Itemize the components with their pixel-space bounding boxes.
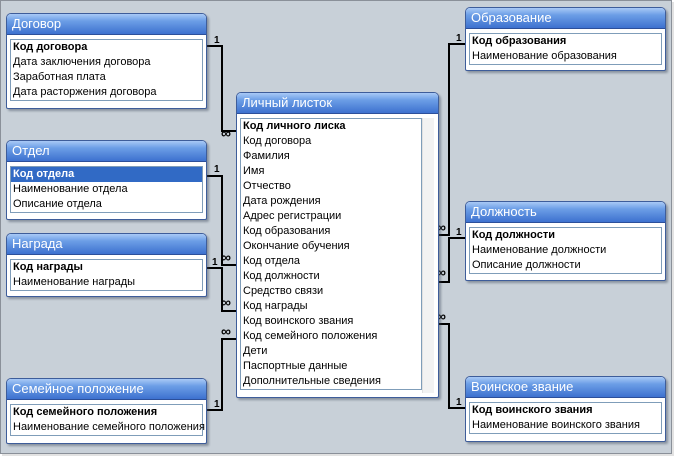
field-item[interactable]: Дата рождения xyxy=(243,195,321,207)
field-list: Код награды Наименование награды xyxy=(10,259,203,291)
field-list: Код семейного положения Наименование сем… xyxy=(10,404,205,436)
field-item[interactable]: Заработная плата xyxy=(13,71,106,83)
field-item[interactable]: Фамилия xyxy=(243,150,290,162)
field-primary-key[interactable]: Код воинского звания xyxy=(472,404,593,416)
field-list: Код должности Наименование должности Опи… xyxy=(469,227,662,274)
table-title[interactable]: Отдел xyxy=(7,141,206,162)
field-item[interactable]: Дополнительные сведения xyxy=(243,375,381,387)
field-item[interactable]: Наименование отдела xyxy=(13,183,128,195)
field-item[interactable]: Наименование образования xyxy=(472,50,617,62)
field-list: Код договора Дата заключения договора За… xyxy=(10,39,203,101)
field-item[interactable]: Описание должности xyxy=(472,259,581,271)
field-item[interactable]: Код награды xyxy=(243,300,308,312)
field-item[interactable]: Наименование должности xyxy=(472,244,607,256)
field-item[interactable]: Код отдела xyxy=(243,255,301,267)
field-list: Код отдела Наименование отдела Описание … xyxy=(10,166,203,213)
table-title[interactable]: Награда xyxy=(7,234,206,255)
field-item[interactable]: Адрес регистрации xyxy=(243,210,342,222)
field-item[interactable]: Окончание обучения xyxy=(243,240,350,252)
field-item[interactable]: Дата расторжения договора xyxy=(13,86,157,98)
field-item[interactable]: Имя xyxy=(243,165,265,177)
field-list: Код личного лиска Код договора Фамилия И… xyxy=(240,118,422,390)
table-semeynoe-polozhenie[interactable]: Семейное положение Код семейного положен… xyxy=(6,378,207,444)
table-voinskoe-zvanie[interactable]: Воинское звание Код воинского звания Наи… xyxy=(465,376,666,442)
field-item[interactable]: Код воинского звания xyxy=(243,315,354,327)
field-item[interactable]: Наименование воинского звания xyxy=(472,419,640,431)
field-primary-key[interactable]: Код договора xyxy=(13,41,88,53)
field-item[interactable]: Наименование награды xyxy=(13,276,136,288)
field-primary-key[interactable]: Код награды xyxy=(13,261,83,273)
field-item[interactable]: Код должности xyxy=(243,270,320,282)
table-title[interactable]: Семейное положение xyxy=(7,379,206,400)
table-dolzhnost[interactable]: Должность Код должности Наименование дол… xyxy=(465,201,666,281)
field-primary-key[interactable]: Код должности xyxy=(472,229,556,241)
field-item[interactable]: Код образования xyxy=(243,225,331,237)
table-title[interactable]: Должность xyxy=(466,202,665,223)
field-item[interactable]: Код семейного положения xyxy=(243,330,378,342)
table-nagrada[interactable]: Награда Код награды Наименование награды xyxy=(6,233,207,297)
table-title[interactable]: Договор xyxy=(7,14,206,35)
field-primary-key[interactable]: Код личного лиска xyxy=(243,120,346,132)
table-title[interactable]: Личный листок xyxy=(237,93,438,114)
table-lichny-listok[interactable]: Личный листок Код личного лиска Код дого… xyxy=(236,92,439,398)
field-list: Код образования Наименование образования xyxy=(469,33,662,65)
field-primary-key[interactable]: Код отдела xyxy=(11,167,202,182)
table-dogovor[interactable]: Договор Код договора Дата заключения дог… xyxy=(6,13,207,109)
field-item[interactable]: Дети xyxy=(243,345,268,357)
field-primary-key[interactable]: Код образования xyxy=(472,35,567,47)
field-item[interactable]: Дата заключения договора xyxy=(13,56,151,68)
table-otdel[interactable]: Отдел Код отдела Наименование отдела Опи… xyxy=(6,140,207,220)
table-obrazovanie[interactable]: Образование Код образования Наименование… xyxy=(465,7,666,71)
table-title[interactable]: Воинское звание xyxy=(466,377,665,398)
field-item[interactable]: Средство связи xyxy=(243,285,324,297)
field-list: Код воинского звания Наименование воинск… xyxy=(469,402,662,434)
field-item[interactable]: Наименование семейного положения xyxy=(13,421,205,433)
field-item[interactable]: Паспортные данные xyxy=(243,360,348,372)
table-title[interactable]: Образование xyxy=(466,8,665,29)
field-primary-key[interactable]: Код семейного положения xyxy=(13,406,158,418)
vertical-scrollbar[interactable] xyxy=(422,118,434,393)
field-item[interactable]: Код договора xyxy=(243,135,312,147)
field-item[interactable]: Описание отдела xyxy=(13,198,102,210)
field-item[interactable]: Отчество xyxy=(243,180,291,192)
